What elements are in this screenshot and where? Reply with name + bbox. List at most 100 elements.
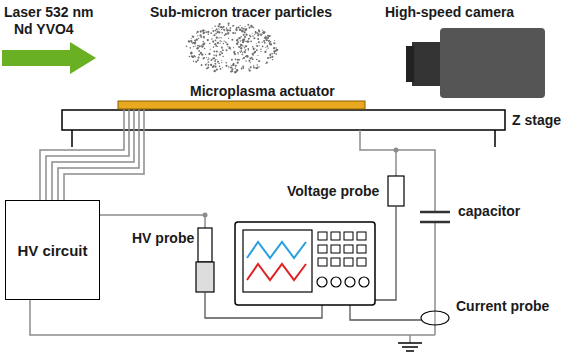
particle — [216, 55, 217, 56]
particle — [262, 34, 263, 35]
particle — [225, 65, 227, 67]
particle — [217, 61, 219, 63]
probe-label: Voltage probe — [287, 183, 379, 199]
current-trace — [247, 264, 306, 280]
particle — [254, 51, 256, 53]
particle — [210, 64, 212, 66]
particle — [238, 26, 240, 28]
particle — [234, 52, 235, 53]
particle — [240, 36, 242, 38]
particle — [219, 54, 221, 56]
particle — [197, 35, 198, 36]
particle — [272, 59, 273, 60]
particle — [198, 38, 199, 39]
particle — [233, 47, 234, 48]
box-label: HV circuit — [17, 242, 87, 259]
particle — [241, 30, 243, 32]
particle — [204, 57, 205, 58]
particle — [197, 31, 199, 33]
particle — [215, 33, 217, 35]
particle — [230, 49, 231, 50]
particle — [215, 30, 217, 32]
particle — [199, 46, 201, 48]
particle — [247, 24, 249, 26]
particle — [243, 57, 245, 59]
particle — [261, 42, 262, 43]
scope-button — [331, 245, 340, 253]
particle — [212, 28, 213, 29]
particle — [234, 53, 236, 55]
particle — [225, 42, 227, 44]
particle — [208, 57, 209, 58]
wire — [64, 109, 144, 200]
particle — [222, 67, 223, 68]
stage-leg — [494, 130, 496, 147]
particle — [206, 57, 207, 58]
particle — [247, 40, 249, 42]
particle — [193, 46, 195, 48]
particle — [214, 58, 216, 60]
particle — [252, 53, 254, 55]
particle — [207, 31, 209, 33]
particle — [228, 66, 230, 68]
scope-button — [357, 258, 366, 266]
camera-lens-front — [406, 46, 414, 82]
particle — [217, 42, 219, 44]
particle — [212, 66, 214, 68]
particle — [262, 29, 263, 30]
particle — [232, 64, 234, 66]
particle — [243, 68, 244, 69]
wire — [100, 215, 205, 228]
particle — [218, 28, 219, 29]
camera-lens — [412, 42, 442, 86]
laser-beam-arrow — [2, 42, 96, 74]
particle — [271, 53, 273, 55]
current-probe — [421, 311, 449, 325]
particle — [238, 46, 240, 48]
voltage-probe — [388, 176, 404, 206]
particle — [205, 64, 207, 66]
particle — [264, 42, 266, 44]
particle — [276, 49, 278, 51]
particle — [217, 31, 218, 32]
stage-label: Z stage — [512, 112, 561, 128]
junction-dot — [394, 148, 399, 153]
particle — [230, 67, 232, 69]
particle — [260, 48, 262, 50]
particle — [270, 53, 271, 54]
circuit-box: HV circuit — [5, 200, 100, 300]
particle — [238, 53, 239, 54]
particle — [214, 60, 216, 62]
particle — [210, 49, 211, 50]
particle — [244, 51, 246, 53]
particle — [245, 33, 247, 35]
particle — [256, 45, 258, 47]
particle — [255, 67, 257, 69]
particle — [209, 43, 210, 44]
particle — [227, 31, 228, 32]
scope-input — [317, 277, 327, 287]
particle — [240, 52, 241, 53]
particle — [215, 26, 216, 27]
particle — [213, 35, 214, 36]
particle — [214, 65, 216, 67]
particle — [195, 61, 197, 63]
particle — [202, 43, 204, 45]
scope-input — [345, 277, 355, 287]
particle — [242, 45, 243, 46]
particle — [200, 36, 202, 38]
particle — [250, 40, 252, 42]
particle — [263, 40, 265, 42]
particle — [198, 50, 200, 52]
particle — [266, 62, 268, 64]
capacitor-plate — [420, 211, 450, 214]
particle — [245, 45, 246, 46]
particle — [252, 35, 253, 36]
particle — [193, 61, 194, 62]
particle — [267, 35, 268, 36]
particle — [213, 54, 215, 56]
scope-button — [344, 232, 353, 240]
particle — [228, 38, 229, 39]
particle — [229, 47, 231, 49]
particle — [242, 54, 244, 56]
